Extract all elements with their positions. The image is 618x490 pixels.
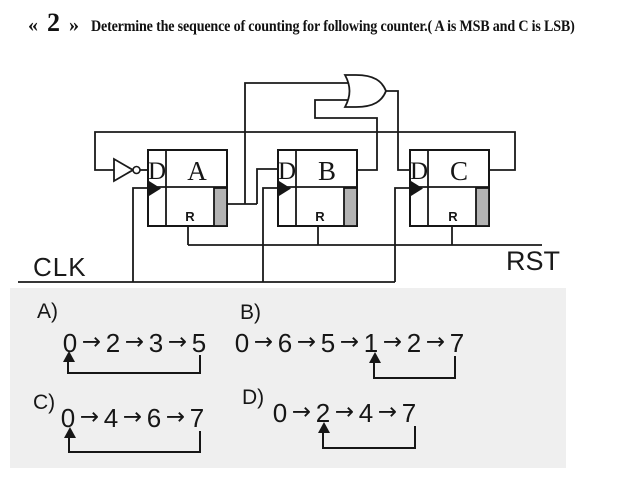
reset-label: R — [315, 209, 325, 224]
title-open-guillemet: « — [28, 14, 38, 36]
option-a-label[interactable]: A) — [37, 300, 58, 323]
d-input-label: D — [148, 158, 166, 185]
arrowhead-up-icon — [369, 352, 381, 363]
flipflop-a: D A R — [147, 149, 228, 227]
output-bar-c — [475, 187, 490, 227]
clk-label: CLK — [33, 252, 87, 282]
sequence-number: 0 — [60, 402, 76, 433]
option-c-sequence[interactable]: 0 → 4 → 6 → 7 — [60, 403, 205, 433]
flipflop-c-letter: C — [450, 156, 468, 186]
arrow-icon: → — [377, 399, 398, 425]
loop-back-arrow — [369, 352, 456, 379]
sequence-number: 2 — [105, 327, 121, 358]
sequence-number: 0 — [62, 327, 78, 358]
clock-triangle-icon — [279, 181, 291, 196]
inverter-bubble-icon — [132, 165, 141, 175]
reset-label: R — [185, 209, 195, 224]
arrow-icon: → — [122, 404, 143, 430]
circuit-wires — [18, 82, 542, 283]
loop-back-arrow — [63, 351, 201, 374]
arrowhead-up-icon — [318, 422, 330, 433]
or-gate-icon — [343, 74, 387, 108]
wire-or-to-c-d — [386, 90, 410, 171]
question-text: Determine the sequence of counting for f… — [91, 18, 575, 35]
sequence-number: 7 — [449, 327, 465, 358]
clock-triangle-icon — [411, 181, 423, 196]
wire-a-to-or — [244, 82, 348, 204]
arrow-icon: → — [253, 329, 274, 355]
sequence-number: 7 — [401, 397, 417, 428]
sequence-number: 6 — [277, 327, 293, 358]
sequence-number: 2 — [406, 327, 422, 358]
sequence-number: 0 — [234, 327, 250, 358]
sequence-number: 3 — [148, 327, 164, 358]
option-b-label[interactable]: B) — [240, 301, 261, 324]
d-input-label: D — [278, 158, 296, 185]
sequence-number: 4 — [103, 402, 119, 433]
flipflop-b: D B R — [277, 149, 358, 227]
wire-b-to-or — [314, 99, 378, 171]
wire-a-to-b-d — [256, 168, 278, 204]
d-input-label: D — [410, 158, 428, 185]
sequence-number: 1 — [363, 327, 379, 358]
loop-back-arrow — [318, 422, 416, 449]
arrowhead-up-icon — [64, 427, 76, 438]
option-a-sequence[interactable]: 0 → 2 → 3 → 5 — [62, 328, 207, 358]
wire-clk-b — [262, 187, 278, 282]
sequence-number: 0 — [272, 397, 288, 428]
sequence-number: 5 — [191, 327, 207, 358]
output-bar-a — [213, 187, 228, 227]
question-number: 2 — [47, 8, 60, 37]
wire-clk-c — [394, 187, 410, 282]
arrow-icon: → — [382, 329, 403, 355]
clock-triangle-icon — [149, 181, 161, 196]
rst-label: RST — [506, 246, 560, 276]
answer-options-panel: A) 0 → 2 → 3 → 5 B) 0 → 6 → 5 → 1 → 2 → … — [10, 288, 566, 468]
counter-circuit-diagram: D A R D B R D C R CLK RST — [18, 74, 560, 283]
sequence-number: 5 — [320, 327, 336, 358]
arrow-icon: → — [296, 329, 317, 355]
arrow-icon: → — [165, 404, 186, 430]
inverter-icon — [113, 157, 135, 183]
arrow-icon: → — [291, 399, 312, 425]
arrow-icon: → — [167, 329, 188, 355]
arrow-icon: → — [124, 329, 145, 355]
output-bar-b — [343, 187, 358, 227]
reset-label: R — [448, 209, 458, 224]
arrow-icon: → — [339, 329, 360, 355]
question-title: « 2 » Determine the sequence of counting… — [28, 8, 608, 38]
option-d-sequence[interactable]: 0 → 2 → 4 → 7 — [272, 398, 417, 428]
title-close-guillemet: » — [69, 14, 79, 36]
sequence-number: 6 — [146, 402, 162, 433]
flipflop-a-letter: A — [187, 156, 207, 186]
arrow-icon: → — [334, 399, 355, 425]
loop-back-arrow — [64, 427, 201, 453]
sequence-number: 4 — [358, 397, 374, 428]
arrow-icon: → — [425, 329, 446, 355]
sequence-number: 2 — [315, 397, 331, 428]
arrowhead-up-icon — [63, 351, 75, 362]
arrow-icon: → — [79, 404, 100, 430]
option-d-label[interactable]: D) — [242, 386, 265, 409]
wire-c-feedback — [94, 131, 516, 171]
sequence-number: 7 — [189, 402, 205, 433]
flipflop-c: D C R — [409, 149, 490, 227]
arrow-icon: → — [81, 329, 102, 355]
option-c-label[interactable]: C) — [33, 391, 56, 414]
flipflop-b-letter: B — [318, 156, 336, 186]
option-b-sequence[interactable]: 0 → 6 → 5 → 1 → 2 → 7 — [234, 328, 465, 358]
wire-clk-a — [132, 187, 148, 282]
